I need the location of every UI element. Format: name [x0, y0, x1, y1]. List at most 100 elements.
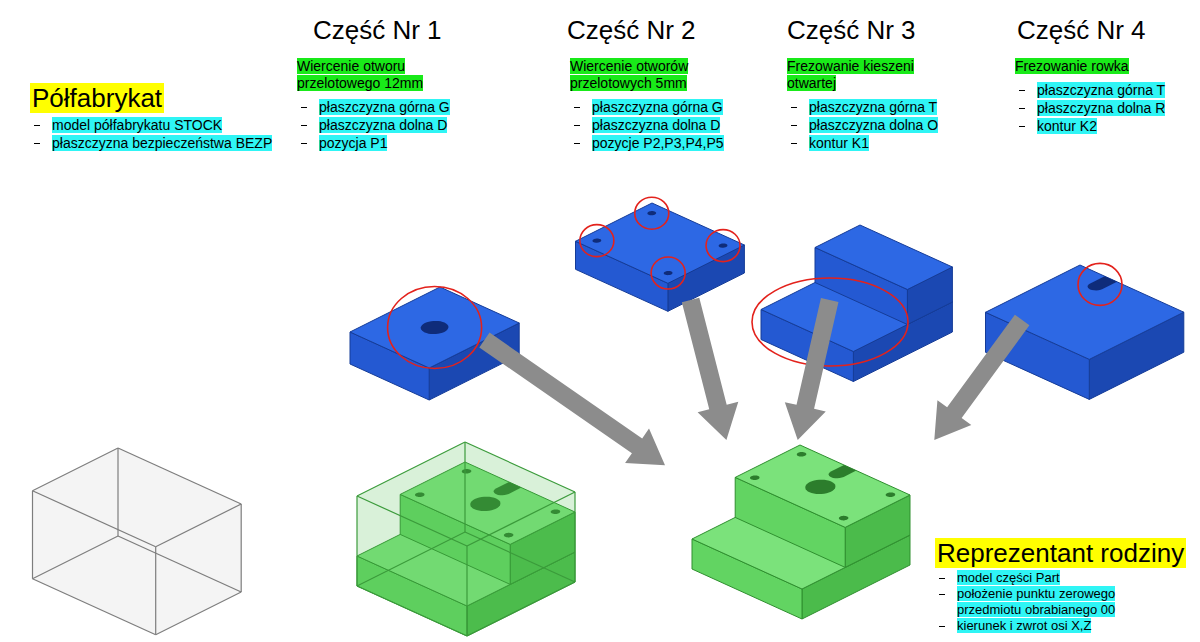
- group-title: Półfabrykat: [30, 83, 164, 113]
- list-item: model półfabrykatu STOCK: [30, 116, 272, 134]
- parameter-label: kontur K2: [1037, 118, 1097, 134]
- stock-model: [33, 448, 242, 635]
- title-row: Półfabrykat: [30, 83, 272, 113]
- operation-label: Frezowanie rowka: [1015, 58, 1129, 74]
- hole: [839, 516, 849, 521]
- part-heading-row: Część Nr 1: [313, 14, 450, 46]
- stock-edge: [357, 586, 467, 636]
- highlight-ellipse: [388, 287, 482, 369]
- text-group: Półfabrykat model półfabrykatu STOCK płasz…: [30, 83, 272, 152]
- parameter-label: kontur K1: [809, 135, 869, 151]
- stock-edge: [33, 448, 119, 491]
- stock-edge: [467, 582, 575, 636]
- part-heading-row: Część Nr 4: [1017, 14, 1185, 46]
- block-top: [735, 445, 910, 527]
- stock-edge: [155, 547, 156, 635]
- list-item: model części Part: [935, 570, 1165, 586]
- stock-edge: [357, 496, 467, 546]
- stock-edge: [33, 491, 156, 547]
- operation-row: Frezowanie kieszeni otwartej: [787, 58, 937, 92]
- parameter-label: płaszczyzna górna T: [1037, 82, 1165, 98]
- parameter-label: płaszczyzna górna G: [319, 99, 450, 115]
- slot: [1088, 276, 1117, 290]
- operation-row: Frezowanie rowka: [1015, 58, 1185, 75]
- flow-arrow: [934, 315, 1029, 440]
- part-panel: Część Nr 3 Frezowanie kieszeni otwartej pł…: [780, 14, 960, 300]
- part-3-model: [752, 225, 952, 382]
- part-heading: Część Nr 1: [313, 15, 442, 45]
- list-item: płaszczyzna górna T: [787, 98, 938, 116]
- operation-label: Wiercenie otworu przelotowego 12mm: [297, 58, 423, 91]
- title-row: Reprezentant rodziny: [935, 538, 1165, 568]
- info-panel: Półfabrykat model półfabrykatu STOCK płasz…: [28, 83, 294, 157]
- parameter-label: płaszczyzna dolna O: [809, 117, 938, 133]
- parameter-label: płaszczyzna dolna R: [1037, 100, 1165, 116]
- text-group: Część Nr 3 Frezowanie kieszeni otwartej pł…: [787, 14, 938, 152]
- stock-edge: [156, 592, 242, 635]
- text-group: Część Nr 4 Frezowanie rowka płaszczyzna gó…: [1015, 14, 1185, 135]
- parameter-label: pozycje P2,P3,P4,P5: [592, 135, 724, 151]
- operation-label: Frezowanie kieszeni otwartej: [787, 58, 914, 91]
- stock-edge: [156, 504, 242, 547]
- part-panel: Część Nr 4 Frezowanie rowka płaszczyzna gó…: [1012, 14, 1195, 320]
- highlight-ellipse: [1078, 263, 1122, 305]
- list-item: kontur K2: [1015, 117, 1185, 135]
- part-panel: Część Nr 1 Wiercenie otworu przelotowego …: [295, 14, 525, 340]
- highlight-ellipse: [706, 230, 740, 262]
- info-panel: Reprezentant rodziny model części Partpoł…: [665, 440, 1195, 641]
- list-item: płaszczyzna górna T: [1015, 81, 1185, 99]
- flow-arrow: [479, 333, 665, 466]
- stock-edge: [466, 546, 467, 636]
- parameter-label: płaszczyzna bezpieczeństwa BEZP: [52, 135, 272, 151]
- block-top: [986, 265, 1184, 359]
- operation-row: Wiercenie otworu przelotowego 12mm: [297, 58, 432, 92]
- stock-edge: [465, 442, 575, 492]
- parameter-label: płaszczyzna górna T: [809, 99, 937, 115]
- stock-edge: [464, 442, 465, 532]
- group-title: Reprezentant rodziny: [935, 538, 1186, 568]
- text-group: Część Nr 1 Wiercenie otworu przelotowego …: [297, 14, 450, 152]
- stock-edge: [465, 532, 575, 582]
- part-2-model: [576, 197, 745, 311]
- highlight-ellipse: [651, 257, 685, 289]
- parameter-label: model półfabrykatu STOCK: [52, 117, 222, 133]
- block-top: [576, 203, 745, 283]
- block-top: [815, 225, 952, 290]
- parameter-label: płaszczyzna dolna D: [592, 117, 720, 133]
- list-item: kierunek i zwrot osi X,Z: [935, 618, 1165, 634]
- list-item: płaszczyzna dolna D: [570, 116, 724, 134]
- text-group: Reprezentant rodziny model części Partpoł…: [935, 538, 1165, 634]
- hole: [719, 244, 728, 248]
- part-heading: Część Nr 3: [787, 15, 916, 45]
- flow-arrow: [785, 298, 839, 440]
- hole: [750, 475, 760, 480]
- list-item: płaszczyzna dolna R: [1015, 99, 1185, 117]
- representative-model: [692, 445, 910, 619]
- hole: [797, 452, 807, 457]
- list-item: płaszczyzna górna G: [570, 98, 724, 116]
- part-heading-row: Część Nr 2: [567, 14, 724, 46]
- stock-edge: [33, 536, 119, 579]
- overlay-model: [357, 442, 575, 636]
- part-heading: Część Nr 4: [1017, 15, 1146, 45]
- operation-row: Wiercenie otworów przelotowych 5mm: [570, 58, 705, 92]
- parameter-label: kierunek i zwrot osi X,Z: [957, 618, 1091, 633]
- list-item: płaszczyzna dolna D: [297, 116, 450, 134]
- stock-edge: [241, 504, 242, 592]
- stock-edge: [33, 579, 156, 635]
- part-heading-row: Część Nr 3: [787, 14, 938, 46]
- parameter-label: płaszczyzna dolna D: [319, 117, 447, 133]
- stock-edge: [467, 492, 575, 546]
- parameter-label: model części Part: [957, 570, 1060, 585]
- slot: [829, 465, 857, 478]
- hole: [664, 271, 673, 275]
- stock-edge: [357, 532, 465, 586]
- stock-face: [33, 448, 242, 547]
- stock-edge: [357, 442, 465, 496]
- list-item: pozycja P1: [297, 134, 450, 152]
- stock-edge: [117, 448, 118, 536]
- operation-label: Wiercenie otworów przelotowych 5mm: [570, 58, 688, 91]
- hole: [593, 239, 602, 243]
- list-item: położenie punktu zerowego przedmiotu obr…: [935, 586, 1165, 618]
